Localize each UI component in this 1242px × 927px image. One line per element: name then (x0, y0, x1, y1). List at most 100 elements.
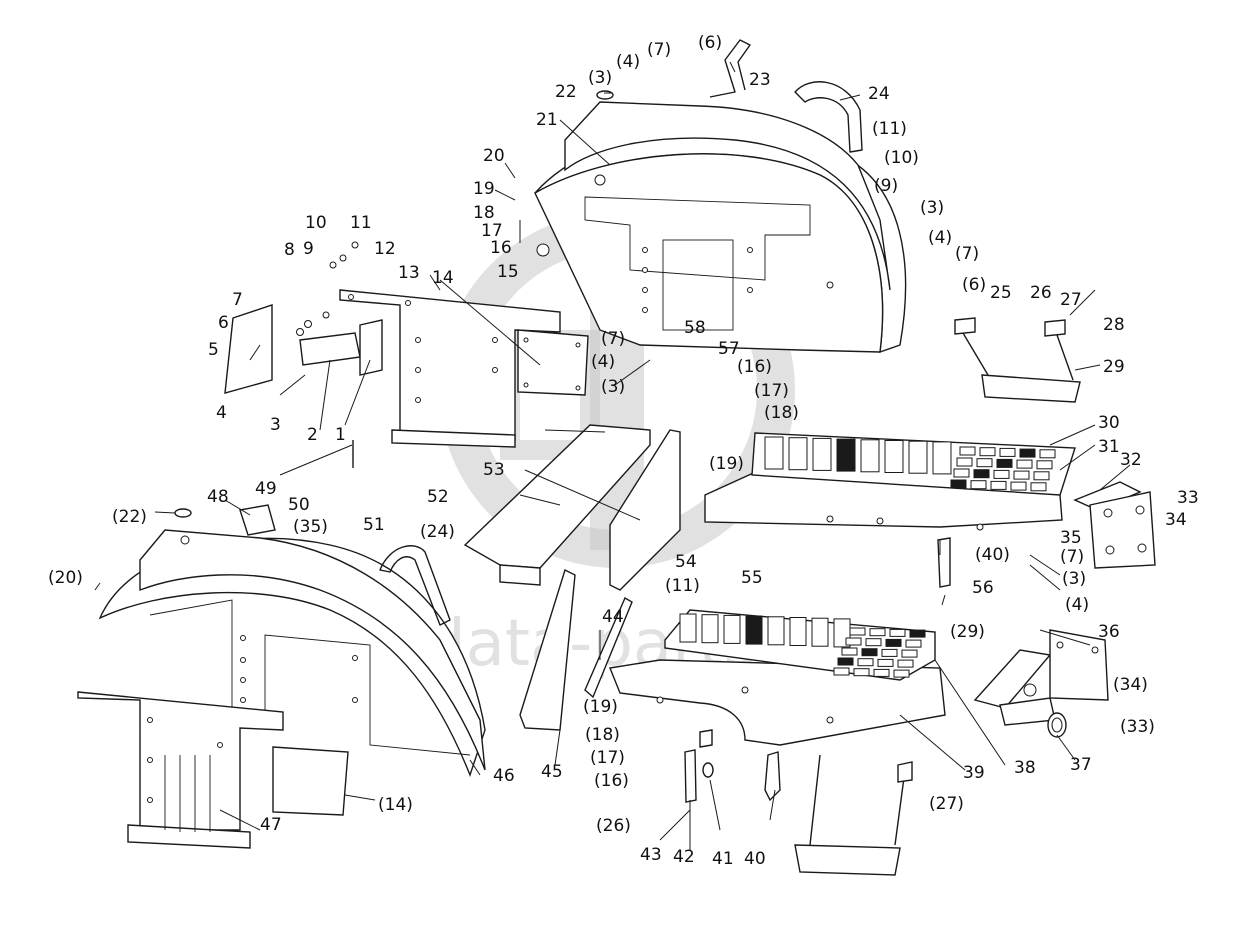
callout-34: 34 (1165, 510, 1187, 530)
callout-29-ref: (27) (929, 794, 964, 814)
callout-10: 10 (305, 213, 327, 233)
tread-block (788, 437, 808, 471)
tread-block (1013, 470, 1030, 480)
callout-47: 47 (260, 815, 282, 835)
step-29b (794, 754, 913, 876)
callout-32: 32 (1120, 450, 1142, 470)
tread-block (1033, 471, 1050, 481)
tread-block (950, 479, 967, 489)
callout-49: 49 (255, 479, 277, 499)
callout-36: 36 (1098, 622, 1120, 642)
callout-3-ref-a: (3) (588, 68, 612, 88)
tread-block (764, 436, 784, 470)
callout-15: 15 (497, 262, 519, 282)
callout-11-ref-a: (11) (872, 119, 907, 139)
tread-block (996, 458, 1013, 468)
tread-block (1036, 460, 1053, 470)
callout-58: 58 (684, 318, 706, 338)
callout-40-ref: (40) (975, 545, 1010, 565)
tread-block (908, 440, 928, 474)
tread-block (1010, 481, 1027, 491)
tread-block (1016, 459, 1033, 469)
callout-27-ref: (29) (950, 622, 985, 642)
callout-26-ref: (26) (596, 816, 631, 836)
panel-53 (609, 429, 681, 591)
plate-5 (224, 304, 273, 394)
plate-14b (272, 746, 349, 816)
callout-25: 25 (990, 283, 1012, 303)
callout-4-ref-b: (4) (928, 228, 952, 248)
callout-9: 9 (303, 239, 314, 259)
callout-18: 18 (473, 203, 495, 223)
bracket-32 (1073, 481, 1156, 569)
callout-35-ref: (35) (293, 517, 328, 537)
fender-left (98, 529, 486, 778)
callout-26: 26 (1030, 283, 1052, 303)
callout-17: 17 (481, 221, 503, 241)
tread-block (860, 439, 880, 473)
tread-block (885, 638, 902, 647)
callout-16-ref-b: (16) (594, 771, 629, 791)
callout-19: 19 (473, 179, 495, 199)
callout-55: 55 (741, 568, 763, 588)
tread-block (679, 613, 697, 643)
callout-31: 31 (1098, 437, 1120, 457)
tread-block (857, 658, 874, 667)
tread-block (889, 628, 906, 637)
callout-16-ref-a: (16) (737, 357, 772, 377)
callout-24: 24 (868, 84, 890, 104)
callout-5: 5 (208, 340, 219, 360)
tread-block (789, 617, 807, 646)
callout-6-ref-a: (6) (698, 33, 722, 53)
callout-41: 41 (712, 849, 734, 869)
callout-40: 40 (744, 849, 766, 869)
callout-7-ref-b: (7) (955, 244, 979, 264)
tread-block (953, 468, 970, 478)
callout-24-ref: (24) (420, 522, 455, 542)
handle-23 (709, 39, 751, 98)
tread-block (811, 617, 829, 647)
callout-38: 38 (1014, 758, 1036, 778)
tread-block (932, 441, 952, 475)
tread-block (897, 659, 914, 668)
tread-block (976, 458, 993, 468)
tread-block (990, 480, 1007, 490)
bracket-48 (239, 504, 276, 536)
callout-37: 37 (1070, 755, 1092, 775)
panel-44 (584, 597, 633, 699)
tread-block (861, 648, 878, 657)
callout-50: 50 (288, 495, 310, 515)
callout-22-ref: (22) (112, 507, 147, 527)
callout-22: 22 (555, 82, 577, 102)
floor-mat-38-treads (679, 613, 926, 678)
tread-block (865, 638, 882, 647)
callout-14-ref: (14) (378, 795, 413, 815)
step-29 (954, 317, 1081, 403)
callout-33-ref: (33) (1120, 717, 1155, 737)
callout-29: 29 (1103, 357, 1125, 377)
tread-block (845, 637, 862, 646)
plate-1 (359, 319, 383, 376)
callout-52: 52 (427, 487, 449, 507)
callout-20: 20 (483, 146, 505, 166)
callout-2: 2 (307, 425, 318, 445)
callout-6: 6 (218, 313, 229, 333)
tread-block (905, 639, 922, 648)
callout-17-ref-b: (17) (590, 748, 625, 768)
grab-handle-24b (379, 545, 451, 626)
tread-block (901, 649, 918, 658)
bracket-40b (937, 537, 951, 588)
callout-10-ref: (10) (884, 148, 919, 168)
callout-17-ref-a: (17) (754, 381, 789, 401)
callout-27: 27 (1060, 290, 1082, 310)
callout-35: 35 (1060, 528, 1082, 548)
callout-42: 42 (673, 847, 695, 867)
callout-3: 3 (270, 415, 281, 435)
callout-14: 14 (432, 268, 454, 288)
tread-block (812, 437, 832, 471)
callout-28: 28 (1103, 315, 1125, 335)
tread-block (973, 469, 990, 479)
tread-block (869, 628, 886, 637)
callout-51: 51 (363, 515, 385, 535)
tread-block (909, 629, 926, 638)
